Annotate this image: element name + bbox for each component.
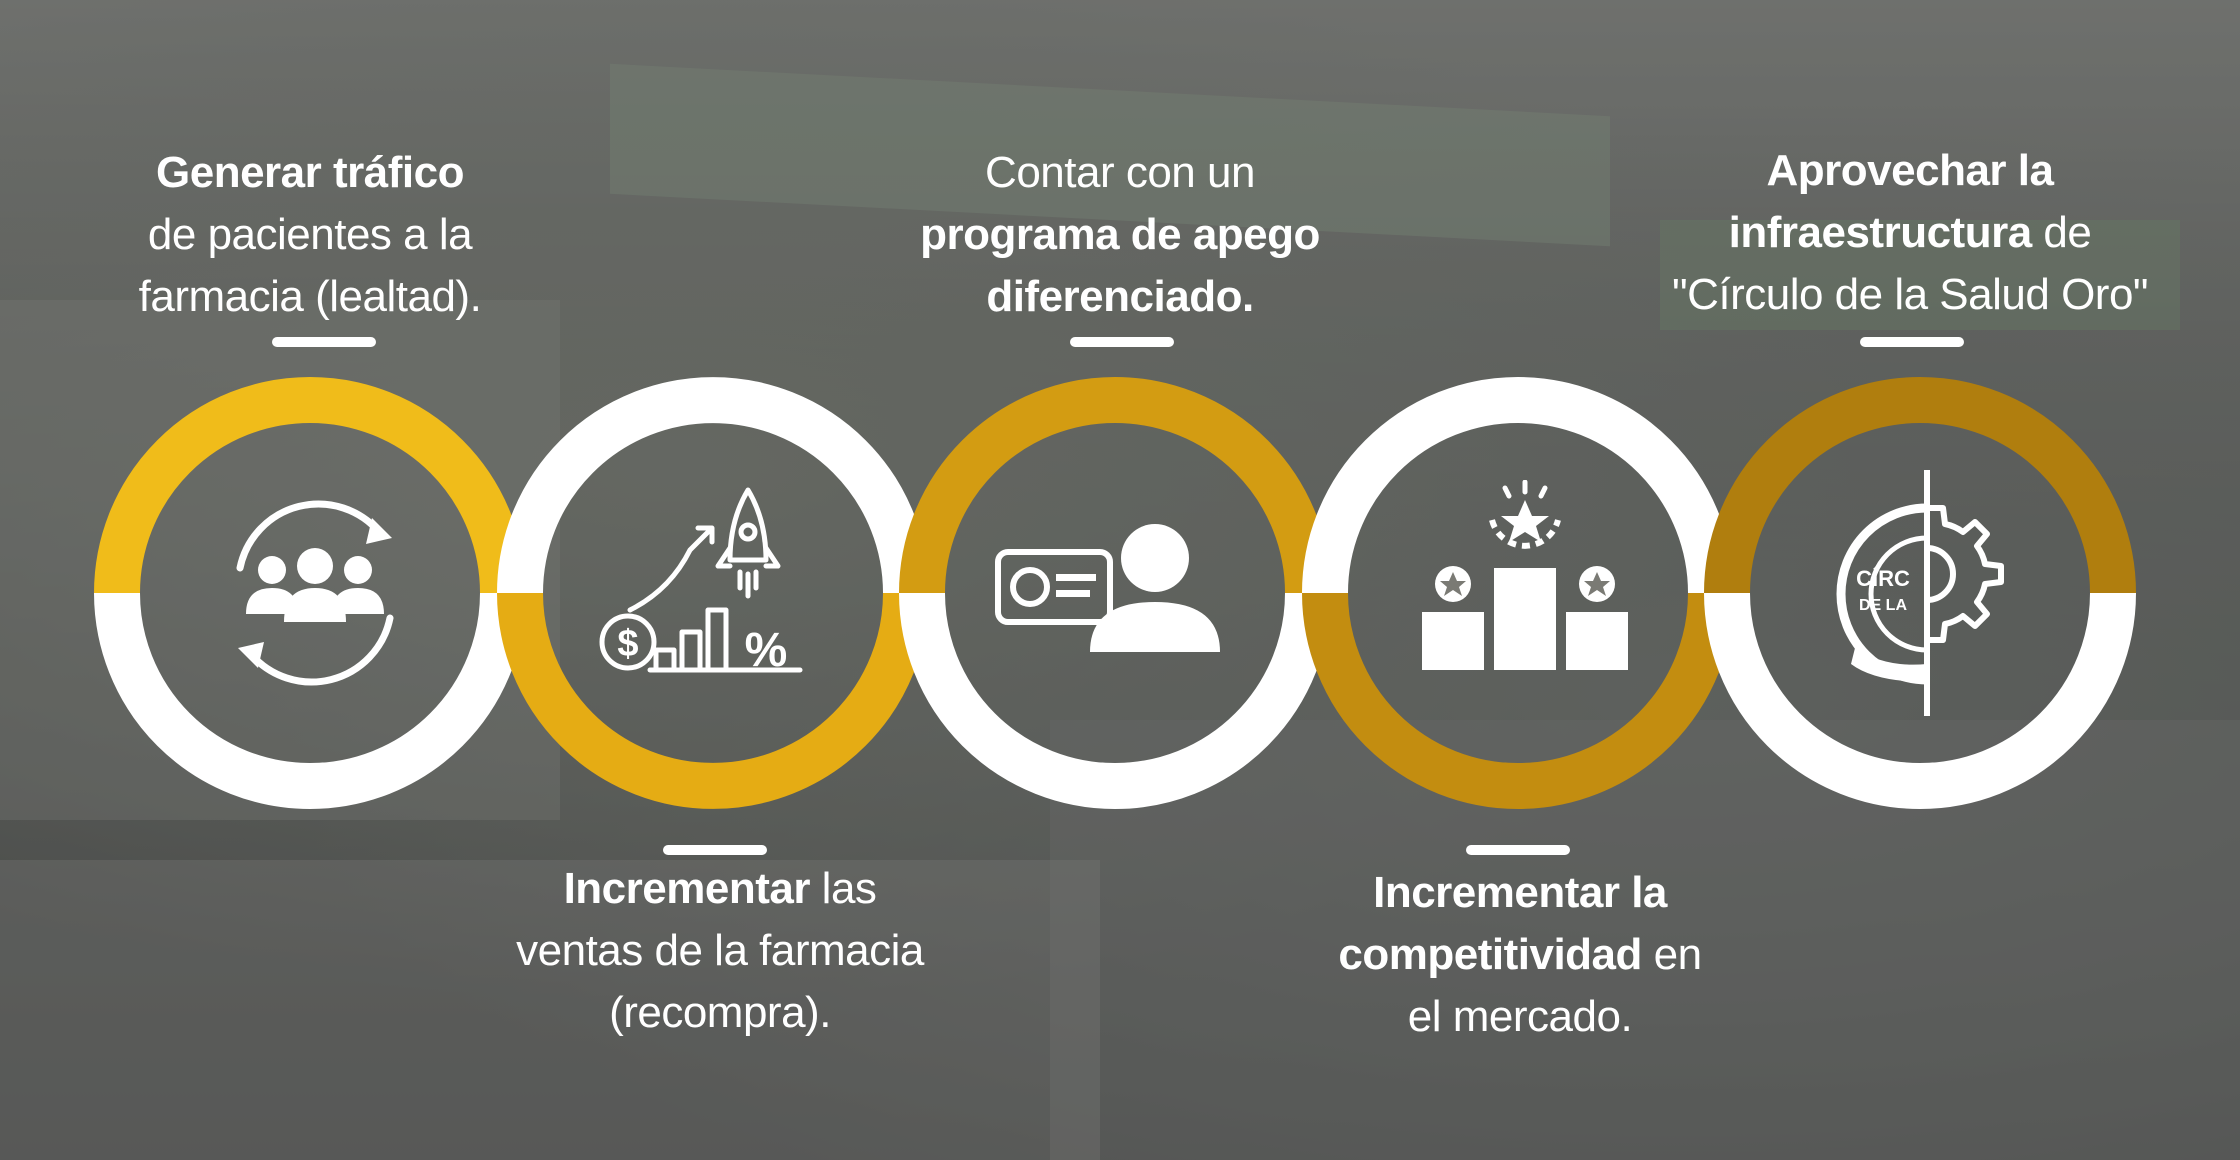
caption-step-3-line-1: Contar con un xyxy=(985,148,1255,197)
people-cycle-icon xyxy=(236,500,394,686)
ring-3-top xyxy=(899,377,1331,594)
dash-step-4 xyxy=(1466,845,1570,855)
caption-step-5-bold-2: infraestructura xyxy=(1728,208,2033,257)
caption-step-1-line-3: farmacia (lealtad). xyxy=(138,272,482,321)
caption-step-3-bold-1: programa de apego xyxy=(920,210,1320,259)
caption-step-3: Contar con un programa de apego diferenc… xyxy=(840,142,1400,328)
caption-step-2-line-1-rest: las xyxy=(809,864,877,913)
dash-step-2 xyxy=(663,845,767,855)
caption-step-1-bold: Generar tráfico xyxy=(156,148,464,197)
ring-4-top xyxy=(1302,377,1734,594)
logo-text-line-2: DE LA xyxy=(1859,597,1907,614)
caption-step-1: Generar tráfico de pacientes a la farmac… xyxy=(80,142,540,328)
dash-step-5 xyxy=(1860,337,1964,347)
caption-step-2-line-2: ventas de la farmacia xyxy=(516,926,924,975)
member-card-icon xyxy=(995,524,1220,652)
svg-text:%: % xyxy=(745,624,788,677)
ring-1-bottom xyxy=(94,592,526,809)
svg-text:$: $ xyxy=(617,623,638,665)
caption-step-4-line-3: el mercado. xyxy=(1407,992,1633,1041)
caption-step-5-bold-1: Aprovechar la xyxy=(1766,146,2054,195)
caption-step-5-line-3: "Círculo de la Salud Oro" xyxy=(1671,270,2149,319)
caption-step-1-line-2: de pacientes a la xyxy=(147,210,473,259)
background-counter xyxy=(1050,720,2240,1160)
caption-step-5: Aprovechar la infraestructura de "Círcul… xyxy=(1610,140,2210,326)
logo-gear-icon: CÍRC DE LA xyxy=(1836,470,2004,716)
caption-step-4-bold-1: Incrementar la xyxy=(1373,868,1667,917)
ring-2-bottom xyxy=(497,592,929,809)
ring-3-bottom xyxy=(899,592,1331,809)
podium-icon xyxy=(1422,480,1628,670)
caption-step-5-line-2-rest: de xyxy=(2031,208,2092,257)
caption-step-4: Incrementar la competitividad en el merc… xyxy=(1240,862,1800,1048)
growth-rocket-icon: $ % xyxy=(599,487,803,677)
ring-5-bottom xyxy=(1704,592,2136,809)
dash-step-1 xyxy=(272,337,376,347)
ring-2-top xyxy=(497,377,929,594)
logo-text-line-1: CÍRC xyxy=(1856,566,1910,591)
background-banner-right xyxy=(1660,220,2180,330)
caption-step-3-bold-2: diferenciado. xyxy=(986,272,1254,321)
ring-5-top xyxy=(1704,377,2136,594)
caption-step-4-bold-2: competitividad xyxy=(1338,930,1642,979)
ring-1-top xyxy=(94,377,526,594)
caption-step-2-bold: Incrementar xyxy=(563,864,811,913)
ring-4-bottom xyxy=(1302,592,1734,809)
caption-step-4-line-2-rest: en xyxy=(1641,930,1702,979)
dash-step-3 xyxy=(1070,337,1174,347)
caption-step-2-line-3: (recompra). xyxy=(609,988,831,1037)
background-floor xyxy=(0,860,1100,1160)
caption-step-2: Incrementar las ventas de la farmacia (r… xyxy=(440,858,1000,1044)
